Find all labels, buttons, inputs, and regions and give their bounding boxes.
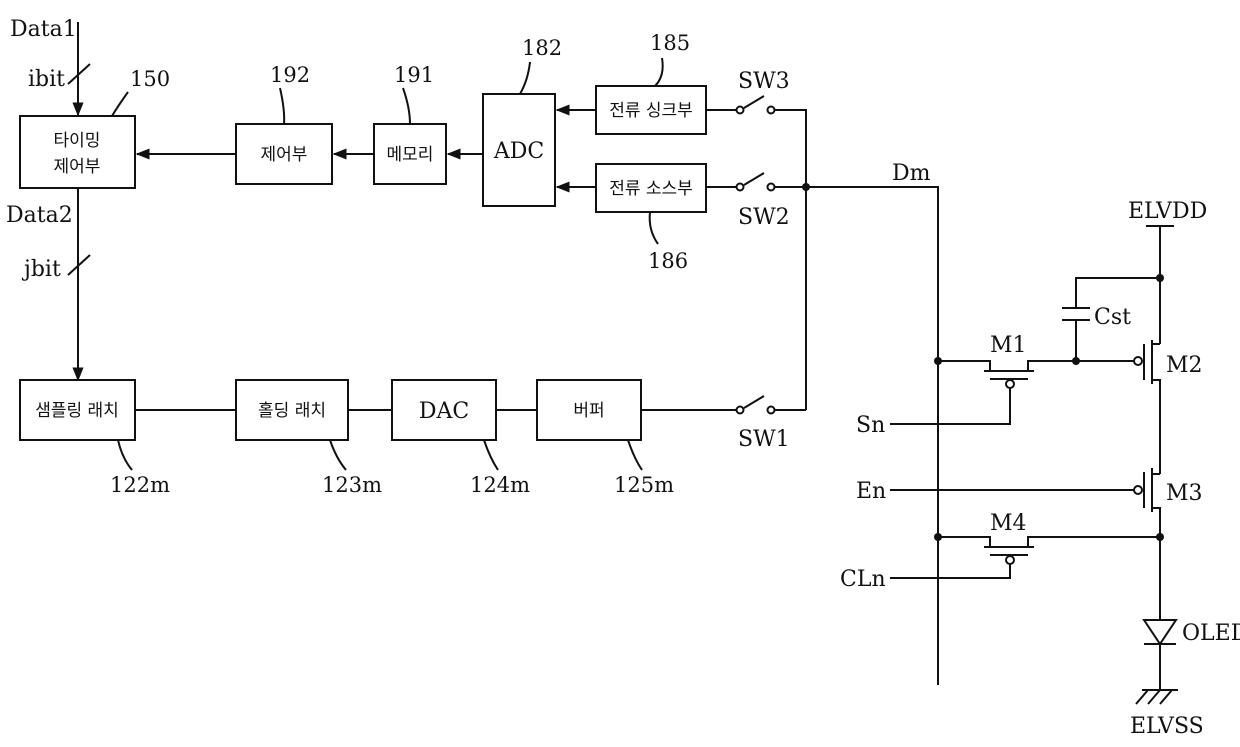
cst-label: Cst (1094, 305, 1131, 330)
ibit-label: ibit (28, 67, 65, 92)
ref-182-leader (520, 62, 530, 94)
current-sink-label: 전류 싱크부 (609, 101, 693, 121)
sw1-blade (744, 396, 764, 408)
m2-label: M2 (1166, 353, 1203, 378)
ref-191-leader (403, 88, 410, 124)
oled-anode-junction (1156, 533, 1164, 541)
ref-124m-leader (484, 440, 498, 470)
ref-124m: 124m (470, 473, 530, 497)
ref-125m: 125m (614, 473, 674, 497)
ref-123m: 123m (322, 473, 382, 497)
ground-hatch-1 (1136, 690, 1148, 704)
ref-150-leader (112, 92, 128, 116)
ref-191: 191 (394, 63, 434, 87)
m4-drain-wire (1028, 537, 1160, 547)
sw1-label: SW1 (738, 427, 790, 452)
m4-label: M4 (990, 511, 1027, 536)
data1-label: Data1 (10, 17, 77, 42)
m2-gate-bubble (1134, 357, 1142, 365)
en-label: En (856, 479, 886, 504)
jbit-label: jbit (21, 257, 61, 282)
elvdd-label: ELVDD (1128, 199, 1207, 224)
sw3-blade (744, 96, 764, 108)
timing-controller-label-1: 타이밍 (54, 131, 101, 151)
sw2-label: SW2 (738, 205, 790, 230)
timing-controller-block (20, 116, 135, 188)
oled-label: OLED (1182, 621, 1240, 646)
sw3-right-contact (768, 107, 775, 114)
ground-hatch-2 (1148, 690, 1160, 704)
ref-192-leader (280, 88, 284, 124)
ref-122m: 122m (110, 473, 170, 497)
adc-label: ADC (493, 139, 544, 164)
m1-gate-bubble (1006, 380, 1014, 388)
m1-label: M1 (990, 333, 1027, 358)
m1-source-wire (938, 361, 990, 371)
sw2-blade (744, 173, 764, 185)
timing-controller-label-2: 제어부 (54, 157, 101, 177)
elvss-label: ELVSS (1130, 714, 1204, 739)
control-label: 제어부 (261, 145, 308, 165)
m3-label: M3 (1166, 481, 1203, 506)
m2-drain-wire (1152, 380, 1160, 474)
cln-label: CLn (840, 567, 886, 592)
sw3-left-contact (737, 107, 744, 114)
sw1-right-contact (768, 407, 775, 414)
dm-label: Dm (892, 161, 931, 186)
sw3-label: SW3 (738, 69, 790, 94)
m1-drain-wire (1028, 361, 1134, 371)
ref-182: 182 (522, 36, 562, 60)
ref-186: 186 (648, 249, 688, 273)
sw1-left-contact (737, 407, 744, 414)
ref-122m-leader (118, 440, 132, 470)
cln-line (890, 564, 1010, 578)
ref-150: 150 (130, 67, 170, 91)
sw3-to-node-wire (775, 110, 806, 187)
ref-186-leader (650, 212, 658, 244)
ground-hatch-3 (1160, 690, 1172, 704)
current-source-label: 전류 소스부 (609, 179, 693, 199)
dac-label: DAC (419, 399, 469, 424)
memory-label: 메모리 (387, 145, 434, 165)
m3-drain-wire (1152, 508, 1160, 620)
m4-gate-bubble (1006, 556, 1014, 564)
m3-gate-bubble (1134, 486, 1142, 494)
cst-top-wire (1076, 278, 1160, 308)
sw2-right-contact (768, 184, 775, 191)
sampling-latch-label: 샘플링 래치 (35, 401, 119, 421)
oled-diode (1144, 620, 1176, 644)
sw2-left-contact (737, 184, 744, 191)
buffer-label: 버퍼 (573, 401, 604, 421)
ref-123m-leader (330, 440, 346, 470)
holding-latch-label: 홀딩 래치 (258, 401, 326, 421)
ref-192: 192 (270, 63, 310, 87)
sn-line (890, 388, 1010, 424)
ref-185: 185 (650, 31, 690, 55)
ref-185-leader (655, 58, 663, 86)
sn-label: Sn (856, 413, 885, 438)
ref-125m-leader (628, 440, 642, 470)
data2-label: Data2 (6, 203, 73, 228)
m4-source-wire (938, 537, 990, 547)
